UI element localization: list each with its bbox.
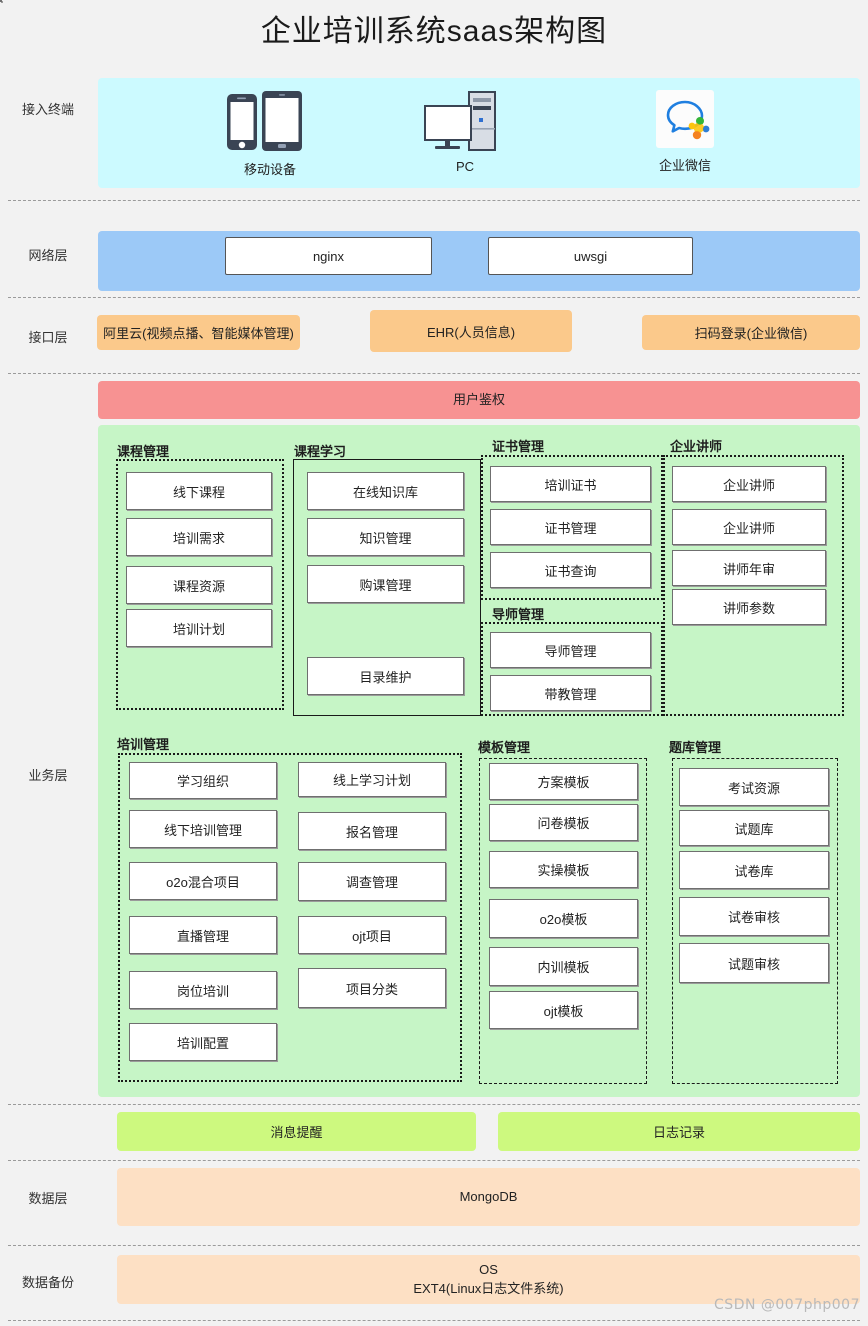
interface-chip-aliyun[interactable]: 阿里云(视频点播、智能媒体管理) bbox=[97, 315, 300, 350]
row-label-network: 网络层 bbox=[28, 248, 68, 263]
item-ojt-template[interactable]: ojt模板 bbox=[489, 991, 638, 1029]
terminal-caption-pc: PC bbox=[455, 159, 475, 174]
group-box-certificate-management bbox=[481, 455, 663, 600]
group-title-question-bank-management: 题库管理 bbox=[669, 740, 722, 755]
item-question-bank[interactable]: 试题库 bbox=[679, 810, 829, 846]
data-layer-band: MongoDB bbox=[117, 1168, 860, 1226]
item-lecturer-annual-review[interactable]: 讲师年审 bbox=[672, 550, 826, 586]
row-label-business: 业务层 bbox=[28, 768, 68, 783]
item-questionnaire-template-spacer bbox=[0, 0, 2, 2]
divider-interface-business bbox=[8, 373, 860, 374]
divider-services-data bbox=[8, 1160, 860, 1161]
item-course-purchase[interactable]: 购课管理 bbox=[307, 565, 464, 603]
pc-desktop-icon bbox=[424, 91, 496, 151]
item-online-learning-plan[interactable]: 线上学习计划 bbox=[298, 762, 446, 797]
backup-label-fs: EXT4(Linux日志文件系统) bbox=[413, 1280, 564, 1296]
item-paper-review[interactable]: 试卷审核 bbox=[679, 897, 829, 936]
backup-layer-band: OS EXT4(Linux日志文件系统) bbox=[117, 1255, 860, 1304]
item-exam-resource[interactable]: 考试资源 bbox=[679, 768, 829, 806]
item-training-plan[interactable]: 培训计划 bbox=[126, 609, 272, 647]
network-layer-band bbox=[98, 231, 860, 291]
mobile-devices-icon bbox=[227, 91, 302, 151]
item-position-training[interactable]: 岗位培训 bbox=[129, 971, 277, 1009]
group-title-course-learning: 课程学习 bbox=[294, 444, 347, 459]
item-knowledge-management[interactable]: 知识管理 bbox=[307, 518, 464, 556]
divider-terminal-network bbox=[8, 200, 860, 201]
terminal-caption-mobile: 移动设备 bbox=[243, 162, 296, 177]
interface-chip-ehr[interactable]: EHR(人员信息) bbox=[370, 310, 572, 352]
auth-band: 用户鉴权 bbox=[98, 381, 860, 419]
group-box-enterprise-lecturer bbox=[663, 455, 844, 716]
item-online-knowledge-base[interactable]: 在线知识库 bbox=[307, 472, 464, 510]
row-label-terminal: 接入终端 bbox=[21, 102, 74, 117]
group-title-template-management: 模板管理 bbox=[478, 740, 531, 755]
page-title: 企业培训系统saas架构图 bbox=[260, 15, 608, 48]
item-mentor-manage[interactable]: 导师管理 bbox=[490, 632, 651, 668]
item-course-resource[interactable]: 课程资源 bbox=[126, 566, 272, 604]
row-label-backup: 数据备份 bbox=[21, 1275, 74, 1290]
item-internal-template[interactable]: 内训模板 bbox=[489, 947, 638, 986]
csdn-watermark: CSDN @007php007 bbox=[714, 1297, 860, 1313]
service-chip-message-reminder[interactable]: 消息提醒 bbox=[117, 1112, 476, 1151]
terminal-caption-wechat-work: 企业微信 bbox=[658, 158, 711, 173]
group-box-course-learning bbox=[293, 459, 481, 716]
network-box-nginx[interactable]: nginx bbox=[225, 237, 432, 275]
item-certificate-query[interactable]: 证书查询 bbox=[490, 552, 651, 588]
item-scheme-template[interactable]: 方案模板 bbox=[489, 763, 638, 800]
row-label-interface: 接口层 bbox=[28, 330, 68, 345]
network-box-uwsgi[interactable]: uwsgi bbox=[488, 237, 693, 275]
service-chip-log-record[interactable]: 日志记录 bbox=[498, 1112, 860, 1151]
group-box-template-management bbox=[479, 758, 647, 1084]
terminal-item-pc[interactable]: PC bbox=[415, 90, 515, 174]
item-live-broadcast-mgmt[interactable]: 直播管理 bbox=[129, 916, 277, 954]
backup-label-os: OS bbox=[479, 1261, 498, 1277]
group-box-course-management bbox=[116, 459, 284, 710]
divider-bottom bbox=[8, 1320, 860, 1321]
item-enterprise-lecturer-1[interactable]: 企业讲师 bbox=[672, 466, 826, 502]
item-survey-mgmt[interactable]: 调查管理 bbox=[298, 862, 446, 901]
item-project-category[interactable]: 项目分类 bbox=[298, 968, 446, 1008]
item-registration-mgmt[interactable]: 报名管理 bbox=[298, 812, 446, 850]
item-training-demand[interactable]: 培训需求 bbox=[126, 518, 272, 556]
terminal-item-wechat-work[interactable]: 企业微信 bbox=[635, 90, 735, 174]
item-offline-training-mgmt[interactable]: 线下培训管理 bbox=[129, 810, 277, 848]
item-catalog-maintenance[interactable]: 目录维护 bbox=[307, 657, 464, 695]
item-ojt-project[interactable]: ojt项目 bbox=[298, 916, 446, 954]
group-title-enterprise-lecturer: 企业讲师 bbox=[670, 439, 723, 454]
group-box-question-bank-management bbox=[672, 758, 838, 1084]
item-questionnaire-template[interactable]: 问卷模板 bbox=[489, 804, 638, 841]
item-o2o-blended-project[interactable]: o2o混合项目 bbox=[129, 862, 277, 900]
divider-data-backup bbox=[8, 1245, 860, 1246]
item-learning-organization[interactable]: 学习组织 bbox=[129, 762, 277, 799]
item-o2o-template[interactable]: o2o模板 bbox=[489, 899, 638, 938]
group-title-course-management: 课程管理 bbox=[117, 444, 170, 459]
item-offline-course[interactable]: 线下课程 bbox=[126, 472, 272, 510]
terminal-item-mobile[interactable]: 移动设备 bbox=[215, 90, 325, 178]
group-title-training-management: 培训管理 bbox=[117, 737, 170, 752]
item-lecturer-parameters[interactable]: 讲师参数 bbox=[672, 589, 826, 625]
wechat-work-icon bbox=[656, 90, 714, 148]
group-title-mentor-management: 导师管理 bbox=[492, 607, 545, 622]
item-training-config[interactable]: 培训配置 bbox=[129, 1023, 277, 1061]
item-certificate-manage[interactable]: 证书管理 bbox=[490, 509, 651, 545]
group-box-training-management bbox=[118, 753, 462, 1082]
item-question-review[interactable]: 试题审核 bbox=[679, 943, 829, 983]
group-title-certificate-management: 证书管理 bbox=[492, 439, 545, 454]
item-teaching-manage[interactable]: 带教管理 bbox=[490, 675, 651, 711]
divider-business-services bbox=[8, 1104, 860, 1105]
item-practical-template[interactable]: 实操模板 bbox=[489, 851, 638, 888]
item-training-certificate[interactable]: 培训证书 bbox=[490, 466, 651, 502]
item-paper-bank[interactable]: 试卷库 bbox=[679, 851, 829, 889]
interface-chip-scan-login[interactable]: 扫码登录(企业微信) bbox=[642, 315, 860, 350]
row-label-data: 数据层 bbox=[28, 1191, 68, 1206]
item-enterprise-lecturer-2[interactable]: 企业讲师 bbox=[672, 509, 826, 545]
divider-network-interface bbox=[8, 297, 860, 298]
group-box-mentor-management bbox=[481, 622, 663, 716]
